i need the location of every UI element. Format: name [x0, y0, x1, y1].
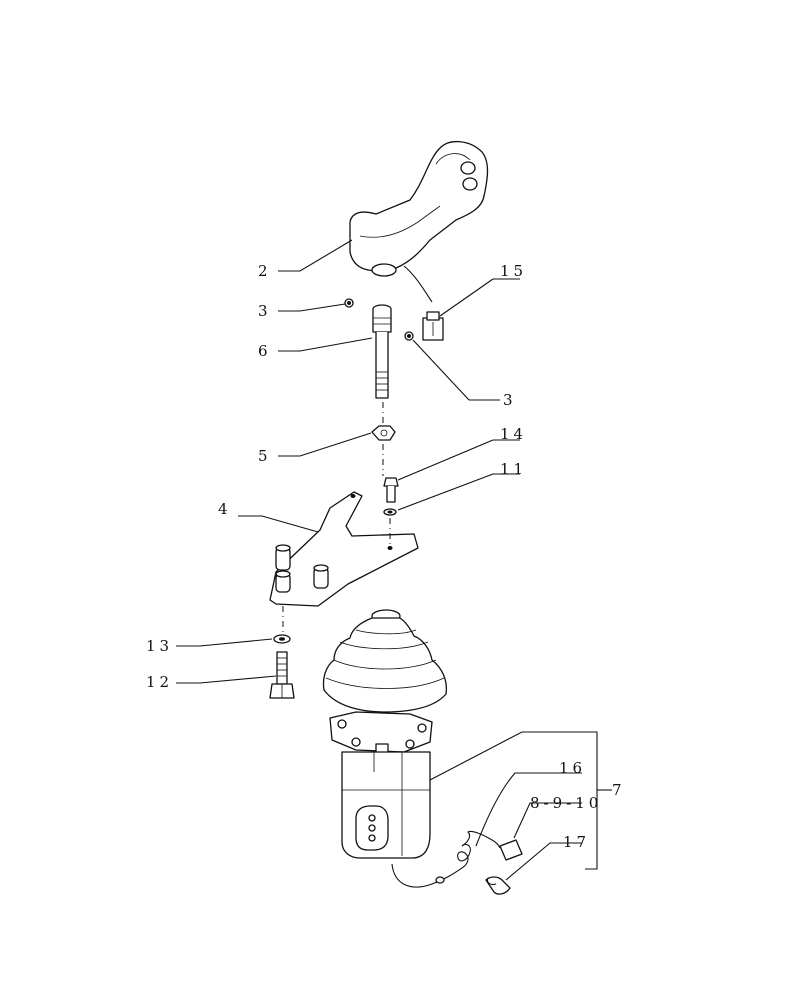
callout-16: 16	[559, 759, 586, 777]
callout-14: 14	[500, 425, 527, 443]
callout-5: 5	[258, 447, 272, 465]
callout-8-9-10: 8-9-10	[530, 794, 602, 812]
callout-12: 12	[146, 673, 173, 691]
callout-7: 7	[612, 781, 626, 799]
callout-11: 11	[500, 460, 527, 478]
leader-lines	[176, 239, 612, 881]
valve-assembly-7	[322, 609, 493, 888]
callout-13: 13	[146, 637, 173, 655]
screw-3-upper	[344, 298, 354, 308]
nut-5	[371, 425, 396, 441]
callout-2: 2	[258, 262, 272, 280]
plug-8-9-10	[491, 839, 523, 861]
joystick-grip	[349, 141, 489, 303]
connector-15	[422, 311, 444, 341]
screw-3-lower	[404, 331, 414, 341]
bracket-4	[269, 491, 419, 607]
callout-3-upper: 3	[258, 302, 272, 320]
callout-15: 15	[500, 262, 527, 280]
callout-4: 4	[218, 500, 232, 518]
bolt-12	[269, 651, 295, 699]
bracket-7	[585, 731, 598, 870]
callout-6: 6	[258, 342, 272, 360]
callout-17: 17	[563, 833, 590, 851]
bolt-14	[383, 477, 399, 503]
washer-13	[273, 634, 291, 644]
callout-3-lower: 3	[503, 391, 517, 409]
washer-11	[383, 508, 397, 516]
shaft-6	[372, 304, 392, 399]
terminal-17	[485, 876, 511, 895]
